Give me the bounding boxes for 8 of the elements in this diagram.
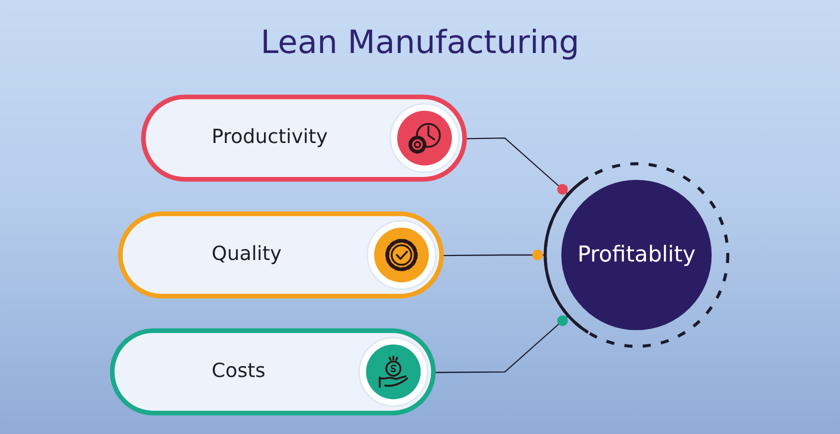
diagram-title: Lean Manufacturing (260, 24, 580, 61)
factor-label: Quality (212, 242, 282, 268)
connector-line (434, 315, 569, 374)
connector-line (442, 250, 546, 260)
connector-line (465, 138, 569, 195)
goal-label: Profitablity (577, 241, 696, 270)
factor-label: Productivity (212, 124, 328, 151)
factor-label: Costs (212, 358, 266, 385)
